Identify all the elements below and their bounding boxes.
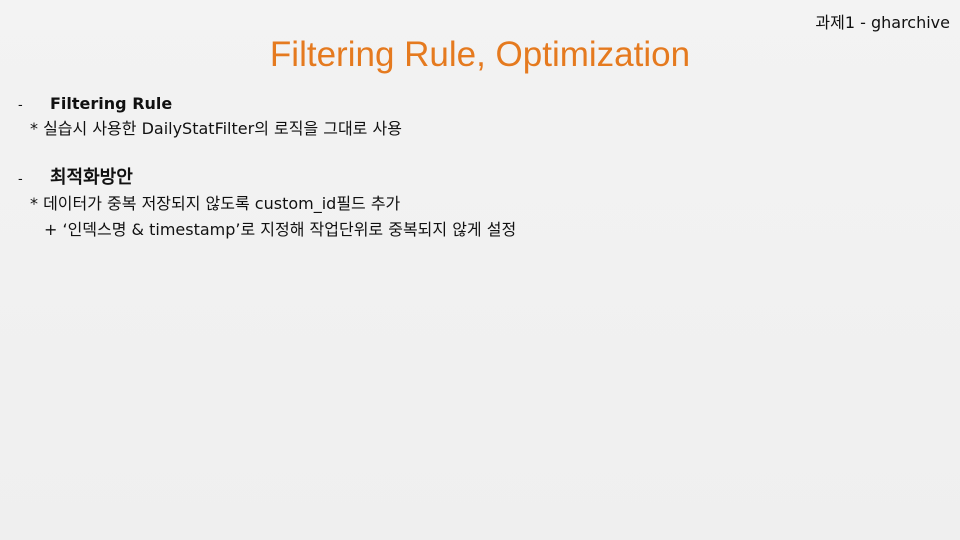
- section-2-heading: 최적화방안: [50, 167, 133, 188]
- section-1-bullet: -: [18, 98, 23, 113]
- section-2-bullet: -: [18, 172, 23, 187]
- section-1-line-1: * 실습시 사용한 DailyStatFilter의 로직을 그대로 사용: [30, 119, 402, 138]
- slide-title: Filtering Rule, Optimization: [269, 35, 691, 74]
- section-2-line-1: * 데이터가 중복 저장되지 않도록 custom_id필드 추가: [30, 194, 401, 213]
- section-1-heading: Filtering Rule: [50, 94, 173, 113]
- section-2-line-2: + ‘인덱스명 & timestamp’로 지정해 작업단위로 중복되지 않게 …: [44, 220, 517, 239]
- course-label: 과제1 - gharchive: [815, 13, 950, 32]
